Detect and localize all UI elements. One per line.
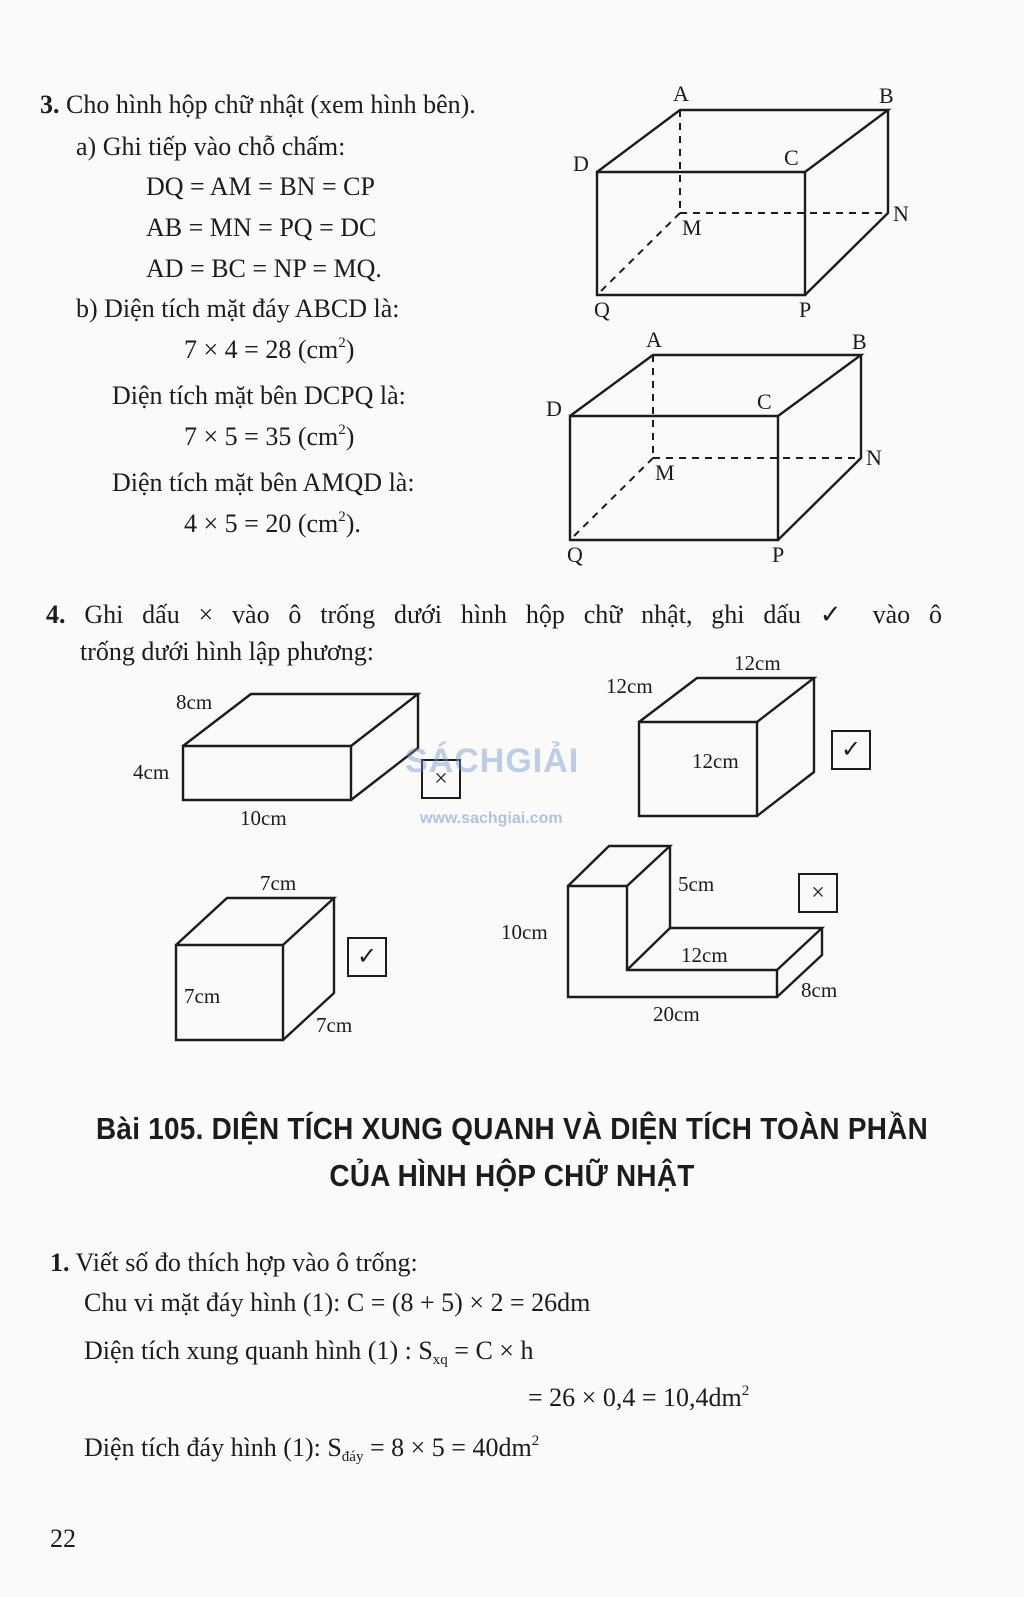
ex3-b2: 7 × 5 = 35 (cm2) [184,422,355,451]
ex1-line1: Chu vi mặt đáy hình (1): C = (8 + 5) × 2… [84,1288,591,1317]
watermark-url: www.sachgiai.com [420,810,563,827]
vertex-M-2: M [655,460,675,485]
ex3-b2-label: Diện tích mặt bên DCPQ là: [112,381,406,410]
page-number: 22 [50,1524,76,1553]
fig1-dim-10cm: 10cm [240,806,287,830]
vertex-B-1: B [879,83,894,108]
ex3-eq3: AD = BC = NP = MQ. [146,254,382,283]
ex1-heading: 1. Viết số đo thích hợp vào ô trống: [50,1248,418,1277]
box2-top-edges [569,353,865,417]
ex3-b3: 4 × 5 = 20 (cm2). [184,509,361,538]
fig3-dim-top: 7cm [260,871,297,895]
fig1-answer-box[interactable]: × [421,759,461,799]
fig2-dim-front: 12cm [692,749,739,773]
ex4-fig2-cube [637,676,818,818]
fig3-dim-side: 7cm [316,1013,353,1037]
ex3-a-label: a) Ghi tiếp vào chỗ chấm: [76,132,346,161]
vertex-C-1: C [784,145,799,170]
fig4-dim-20cm: 20cm [653,1002,700,1026]
ex3-number: 3. [40,90,60,119]
box2-hidden-mq [569,457,654,541]
ex4-fig3-cube [174,896,338,1042]
ex1-line2: Diện tích xung quanh hình (1) : Sxq = C … [84,1336,534,1368]
fig4-answer-box[interactable]: × [798,873,838,913]
vertex-C-2: C [757,389,772,414]
fig4-dim-5cm: 5cm [678,872,715,896]
vertex-M-1: M [682,215,702,240]
fig4-dim-8cm: 8cm [801,978,838,1002]
vertex-Q-1: Q [594,297,610,322]
ex3-b3-label: Diện tích mặt bên AMQD là: [112,468,415,497]
fig3-dim-front: 7cm [184,984,221,1008]
fig3-answer-box[interactable]: ✓ [347,937,387,977]
vertex-A-1: A [673,81,689,106]
ex4-fig4-l-shape [566,844,826,999]
fig2-dim-top: 12cm [734,651,781,675]
vertex-D-1: D [573,151,589,176]
ex4-fig1-cuboid [181,692,422,802]
ex1-line3: = 26 × 0,4 = 10,4dm2 [528,1383,750,1412]
box-figure-bottom [568,353,865,542]
box-figure-top [595,108,892,297]
vertex-A-2: A [646,327,662,352]
ex3-eq1: DQ = AM = BN = CP [146,172,375,201]
ex3-heading: 3. Cho hình hộp chữ nhật (xem hình bên). [40,90,476,120]
box2-right-edges [777,355,863,541]
vertex-N-1: N [893,201,909,226]
fig2-dim-side: 12cm [606,674,653,698]
ex3-eq2: AB = MN = PQ = DC [146,213,377,242]
fig1-dim-8cm: 8cm [176,690,213,714]
ex1-line4: Diện tích đáy hình (1): Sđáy = 8 × 5 = 4… [84,1433,540,1465]
vertex-B-2: B [852,329,867,354]
lesson-title-line1: Bài 105. DIỆN TÍCH XUNG QUANH VÀ DIỆN TÍ… [95,1111,929,1146]
vertex-D-2: D [546,396,562,421]
ex3-b1: 7 × 4 = 28 (cm2) [184,335,355,364]
ex3-b-label: b) Diện tích mặt đáy ABCD là: [76,294,400,323]
box1-right-edges [804,110,890,296]
watermark-logo: SÁCHGIẢI [405,742,580,780]
vertex-P-1: P [799,297,812,322]
box1-hidden-mq [596,212,681,296]
fig4-dim-12cm: 12cm [681,943,728,967]
ex4-line2: trống dưới hình lập phương: [80,637,374,666]
vertex-N-2: N [866,445,882,470]
lesson-title-line2: CỦA HÌNH HỘP CHỮ NHẬT [329,1158,695,1193]
vertex-Q-2: Q [567,542,583,567]
ex3-intro: Cho hình hộp chữ nhật (xem hình bên). [66,90,476,119]
fig4-dim-10cm: 10cm [501,920,548,944]
vertex-P-2: P [772,542,785,567]
fig1-dim-4cm: 4cm [133,760,170,784]
box1-top-edges [596,108,892,173]
fig2-answer-box[interactable]: ✓ [831,730,871,770]
ex4-line1: 4. Ghi dấu × vào ô trống dưới hình hộp c… [46,600,943,629]
